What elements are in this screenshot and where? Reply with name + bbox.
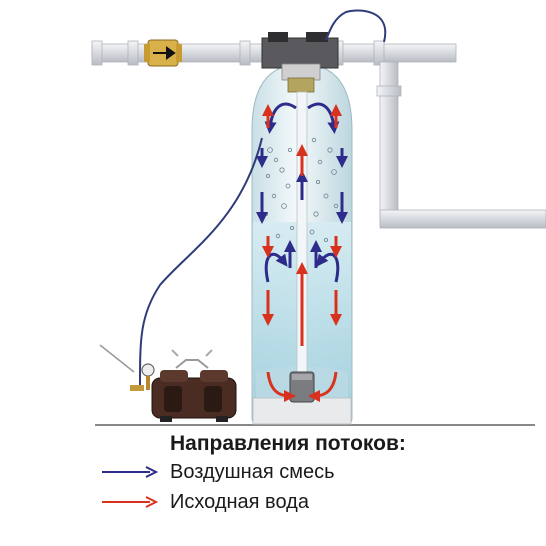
tank-head-valve — [261, 32, 339, 93]
air-hose — [325, 9, 387, 43]
legend-item-water: Исходная вода — [100, 488, 520, 516]
air-compressor-icon — [99, 344, 237, 422]
air-arrow-icon — [102, 466, 159, 478]
air-bubbles — [263, 137, 339, 242]
floor-line — [95, 424, 535, 426]
legend-item-air: Воздушная смесь — [100, 458, 520, 486]
check-valve-icon — [144, 39, 182, 67]
flow-legend: Направления потоков: Воздушная смесь Исх… — [100, 432, 520, 516]
air-line — [139, 137, 263, 386]
legend-label-water: Исходная вода — [170, 490, 309, 513]
water-arrow-icon — [102, 496, 159, 508]
riser-tube — [289, 91, 315, 403]
outlet-pipe — [376, 61, 546, 229]
legend-label-air: Воздушная смесь — [170, 460, 335, 483]
water-flow-arrows — [262, 104, 342, 402]
air-flow-arrows — [256, 102, 348, 283]
legend-title: Направления потоков: — [170, 432, 406, 455]
